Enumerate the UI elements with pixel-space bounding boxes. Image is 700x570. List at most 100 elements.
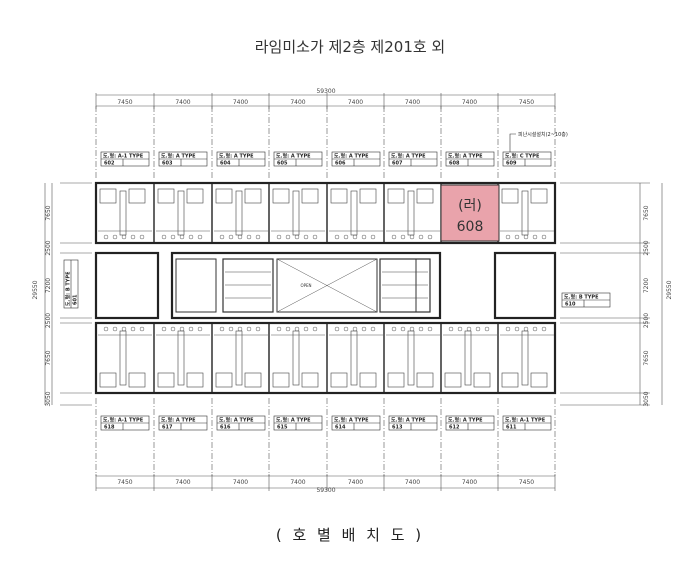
svg-text:피난시설설치(2~10층): 피난시설설치(2~10층) xyxy=(518,131,568,138)
top-bay-dimension: 7400 xyxy=(233,99,248,106)
right-row-dimension: 7650 xyxy=(643,350,650,365)
unit-number: 618 xyxy=(104,425,115,431)
unit-number: 611 xyxy=(506,425,517,431)
unit-type: 도.형: A TYPE xyxy=(448,153,483,160)
top-total-dimension: 59300 xyxy=(316,88,335,95)
unit-number: 606 xyxy=(335,161,346,167)
top-bay-dimension: 7450 xyxy=(117,99,132,106)
bottom-bay-dimension: 7400 xyxy=(462,479,477,486)
bottom-bay-dimension: 7400 xyxy=(348,479,363,486)
bottom-bay-dimension: 7450 xyxy=(117,479,132,486)
unit-number: 601 xyxy=(73,294,79,305)
bottom-bay-dimension: 7400 xyxy=(175,479,190,486)
top-bay-dimension: 7400 xyxy=(348,99,363,106)
right-row-dimension: 3050 xyxy=(643,391,650,406)
bottom-bay-dimension: 7400 xyxy=(290,479,305,486)
unit-type: 도.형: A TYPE xyxy=(391,417,426,424)
top-bay-dimension: 7400 xyxy=(405,99,420,106)
unit-type: 도.형: A-1 TYPE xyxy=(103,153,144,160)
left-row-dimension: 3050 xyxy=(45,391,52,406)
top-bay-dimension: 7450 xyxy=(519,99,534,106)
unit-number: 608 xyxy=(449,161,460,167)
unit-type: 도.형: A TYPE xyxy=(391,153,426,160)
page-title: 라임미소가 제2층 제201호 외 xyxy=(254,38,446,56)
top-bay-dimension: 7400 xyxy=(462,99,477,106)
right-row-dimension: 2500 xyxy=(643,313,650,328)
unit-number: 615 xyxy=(277,425,288,431)
unit-type: 도.형: A TYPE xyxy=(219,417,254,424)
bottom-wing xyxy=(94,321,557,395)
left-row-dimension: 7650 xyxy=(45,350,52,365)
unit-number: 614 xyxy=(335,425,346,431)
left-row-dimension: 2500 xyxy=(45,313,52,328)
left-total-dimension: 29550 xyxy=(32,280,39,299)
highlight-unit-number: 608 xyxy=(457,219,484,235)
unit-number: 617 xyxy=(162,425,173,431)
unit-number: 613 xyxy=(392,425,403,431)
right-row-dimension: 7650 xyxy=(643,205,650,220)
unit-number: 609 xyxy=(506,161,517,167)
unit-601 xyxy=(94,251,160,320)
unit-type: 도.형: C TYPE xyxy=(505,153,540,160)
unit-number: 616 xyxy=(220,425,231,431)
core-open-label: OPEN xyxy=(300,283,311,288)
left-row-dimension: 7200 xyxy=(45,278,52,293)
core xyxy=(170,251,442,320)
unit-610 xyxy=(493,251,557,320)
unit-type: 도.형: A TYPE xyxy=(161,417,196,424)
unit-number: 604 xyxy=(220,161,231,167)
unit-type: 도.형: A TYPE xyxy=(276,153,311,160)
left-row-dimension: 2500 xyxy=(45,240,52,255)
unit-number: 610 xyxy=(565,302,576,308)
drawing-caption: ( 호 별 배 치 도 ) xyxy=(275,526,425,544)
unit-number: 607 xyxy=(392,161,403,167)
evacuation-note: 피난시설설치(2~10층) xyxy=(509,131,568,152)
right-row-dimension: 7200 xyxy=(643,278,650,293)
unit-type: 도.형: A TYPE xyxy=(276,417,311,424)
unit-type: 도.형: A TYPE xyxy=(334,153,369,160)
top-bay-dimension: 7400 xyxy=(290,99,305,106)
unit-type: 도.형: A-1 TYPE xyxy=(103,417,144,424)
unit-type: 도.형: A TYPE xyxy=(334,417,369,424)
left-row-dimension: 7650 xyxy=(45,205,52,220)
dimension-lines xyxy=(44,93,663,491)
unit-number: 603 xyxy=(162,161,173,167)
top-bay-dimension: 7400 xyxy=(175,99,190,106)
right-row-dimension: 2500 xyxy=(643,240,650,255)
unit-number: 605 xyxy=(277,161,288,167)
unit-number: 602 xyxy=(104,161,115,167)
bottom-bay-dimension: 7400 xyxy=(233,479,248,486)
bottom-bay-dimension: 7450 xyxy=(519,479,534,486)
unit-type: 도.형: A-1 TYPE xyxy=(505,417,546,424)
unit-number: 612 xyxy=(449,425,460,431)
unit-type: 도.형: A TYPE xyxy=(161,153,196,160)
unit-type: 도.형: B TYPE xyxy=(65,271,72,306)
unit-type: 도.형: B TYPE xyxy=(564,294,599,301)
bottom-total-dimension: 59300 xyxy=(316,487,335,494)
unit-type: 도.형: A TYPE xyxy=(219,153,254,160)
right-total-dimension: 29550 xyxy=(666,280,673,299)
bottom-bay-dimension: 7400 xyxy=(405,479,420,486)
unit-type: 도.형: A TYPE xyxy=(448,417,483,424)
highlighted-unit[interactable]: (러) 608 xyxy=(440,184,500,242)
highlight-prefix: (러) xyxy=(458,198,482,214)
